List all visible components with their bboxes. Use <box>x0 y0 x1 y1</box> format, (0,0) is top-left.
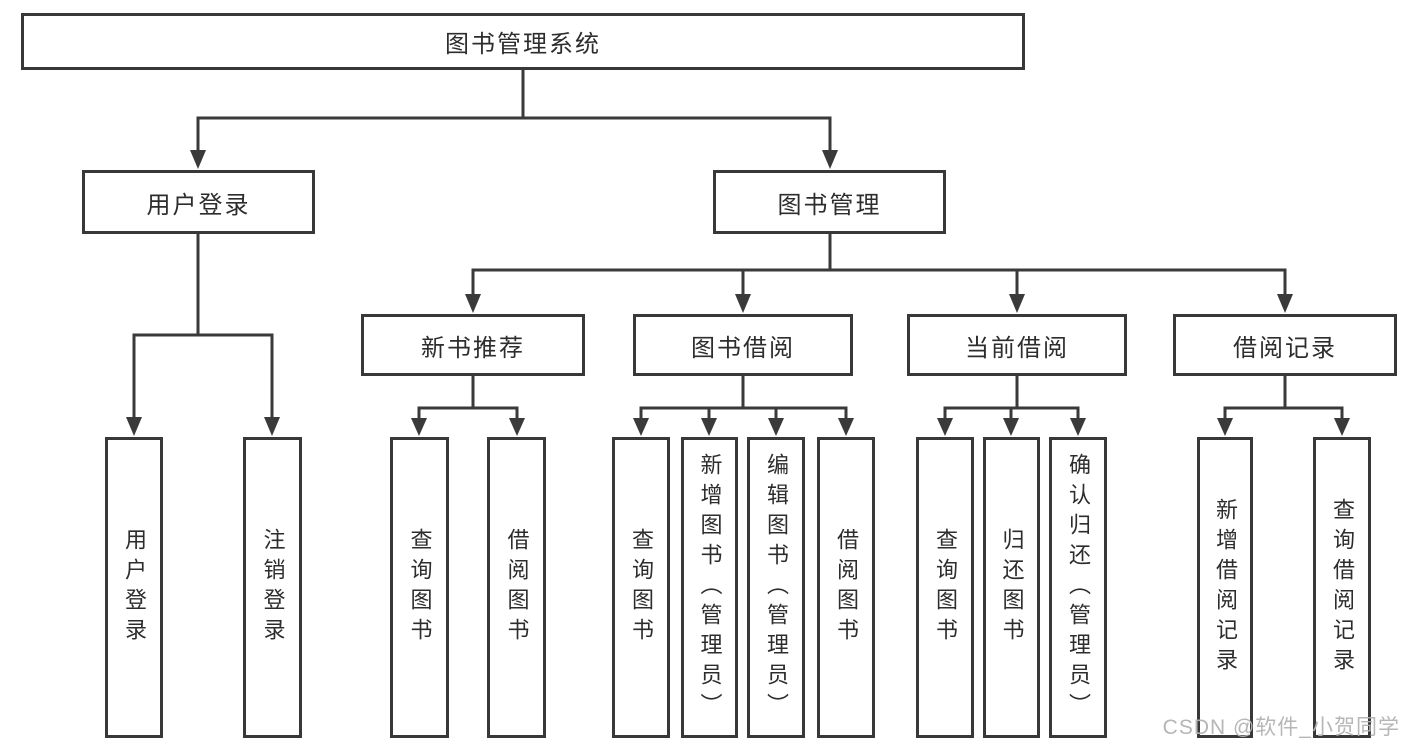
node-book-management-label: 图书管理 <box>777 191 882 219</box>
leaf-logout-label: 注销登录 <box>260 527 286 648</box>
arrowheads-new-book <box>411 418 525 436</box>
leaf-return-book-label: 归还图书 <box>999 527 1025 648</box>
leaf-add-book-admin: 新增图书（管理员） <box>681 437 738 738</box>
leaf-borrow-book-2-label: 借阅图书 <box>834 527 859 648</box>
leaf-add-book-admin-label: 新增图书（管理员） <box>697 452 723 723</box>
connector-current-borrow <box>943 373 1080 421</box>
node-book-borrow-label: 图书借阅 <box>691 334 795 362</box>
node-book-management: 图书管理 <box>713 170 946 234</box>
leaf-return-book: 归还图书 <box>983 437 1040 738</box>
node-user-login-label: 用户登录 <box>146 191 251 219</box>
leaf-confirm-return-admin-label: 确认归还（管理员） <box>1066 452 1091 723</box>
leaf-query-book-3: 查询图书 <box>916 437 974 738</box>
connector-borrow-record <box>1223 373 1344 421</box>
arrowheads-root <box>190 150 838 169</box>
node-new-book-recommend-label: 新书推荐 <box>421 334 525 362</box>
node-user-login: 用户登录 <box>82 170 315 234</box>
leaf-edit-book-admin-label: 编辑图书（管理员） <box>764 452 789 723</box>
node-borrow-record-label: 借阅记录 <box>1233 334 1337 362</box>
leaf-query-borrow-record: 查询借阅记录 <box>1313 437 1371 738</box>
leaf-edit-book-admin: 编辑图书（管理员） <box>747 437 805 738</box>
node-current-borrow: 当前借阅 <box>907 314 1127 376</box>
node-root-label: 图书管理系统 <box>445 31 601 58</box>
leaf-user-login-label: 用户登录 <box>122 527 147 648</box>
leaf-borrow-book-1: 借阅图书 <box>487 437 546 738</box>
csdn-watermark: CSDN @软件_小贺同学 <box>1162 716 1400 739</box>
arrowheads-book-management <box>465 294 1293 313</box>
leaf-borrow-book-1-label: 借阅图书 <box>504 527 530 648</box>
node-current-borrow-label: 当前借阅 <box>965 334 1069 362</box>
leaf-query-book-2: 查询图书 <box>612 437 670 738</box>
node-borrow-record: 借阅记录 <box>1173 314 1397 376</box>
node-root: 图书管理系统 <box>21 13 1025 70</box>
arrowheads-borrow-record <box>1217 418 1350 436</box>
node-new-book-recommend: 新书推荐 <box>361 314 585 376</box>
leaf-query-borrow-record-label: 查询借阅记录 <box>1330 497 1355 678</box>
leaf-query-book-3-label: 查询图书 <box>933 527 958 648</box>
arrowheads-current-borrow <box>937 418 1086 436</box>
connector-new-book <box>417 373 519 421</box>
connector-root <box>196 67 832 154</box>
leaf-logout: 注销登录 <box>243 437 302 738</box>
node-book-borrow: 图书借阅 <box>633 314 853 376</box>
leaf-add-borrow-record-label: 新增借阅记录 <box>1213 497 1238 678</box>
leaf-query-book-1: 查询图书 <box>390 437 449 738</box>
leaf-borrow-book-2: 借阅图书 <box>817 437 875 738</box>
arrowheads-book-borrow <box>633 418 854 436</box>
connector-book-borrow <box>639 373 848 421</box>
connector-user-login <box>132 231 274 420</box>
leaf-user-login: 用户登录 <box>105 437 163 738</box>
leaf-query-book-1-label: 查询图书 <box>407 527 433 648</box>
leaf-confirm-return-admin: 确认归还（管理员） <box>1049 437 1107 738</box>
leaf-query-book-2-label: 查询图书 <box>629 527 654 648</box>
connector-book-management <box>471 231 1287 297</box>
leaf-add-borrow-record: 新增借阅记录 <box>1197 437 1253 738</box>
arrowheads-user-login <box>126 417 280 436</box>
